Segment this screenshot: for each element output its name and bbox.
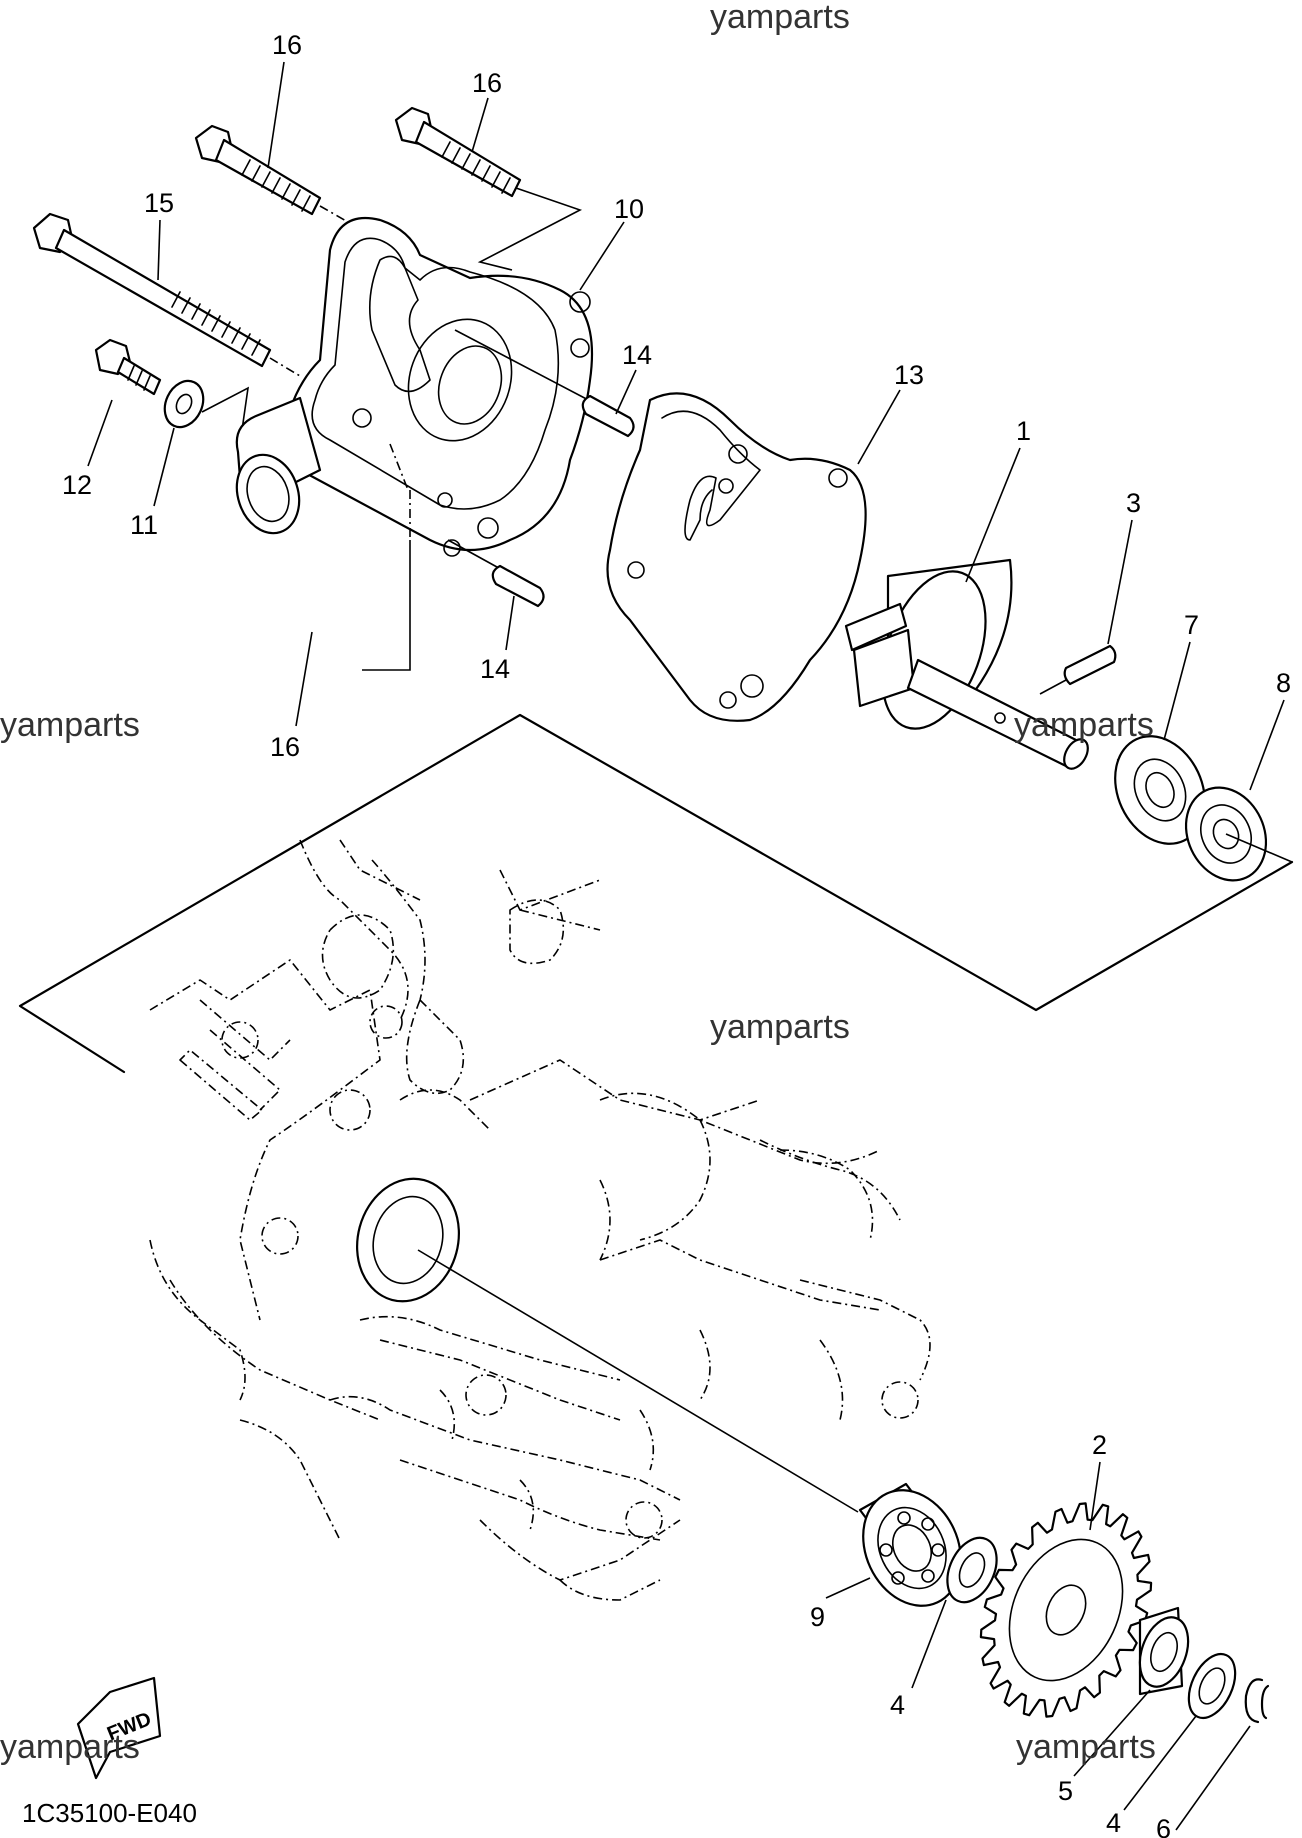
impeller-shaft-1 xyxy=(844,558,1089,770)
washer-4-left xyxy=(946,1536,998,1604)
watermark-text: yamparts xyxy=(710,1008,850,1046)
callout-6: 6 xyxy=(1156,1814,1171,1838)
callout-16-a: 16 xyxy=(272,30,302,60)
collar-5 xyxy=(1138,1606,1190,1696)
watermark-text: yamparts xyxy=(710,0,850,36)
callout-1: 1 xyxy=(1016,416,1031,446)
gear-2 xyxy=(979,1502,1153,1718)
dowel-pin-14-top xyxy=(454,329,635,438)
callout-11: 11 xyxy=(130,510,158,540)
callout-14-a: 14 xyxy=(622,340,652,370)
callout-4-b: 4 xyxy=(1106,1808,1121,1838)
circlip-6 xyxy=(1244,1678,1270,1724)
bearing-9 xyxy=(858,1482,970,1607)
callouts: 16 16 15 10 14 13 1 3 7 8 12 11 14 16 2 … xyxy=(62,30,1291,1838)
bolt-15-long xyxy=(32,212,301,377)
watermark-text: yamparts xyxy=(0,1728,140,1766)
bolt-12 xyxy=(94,338,162,396)
fwd-arrow-icon: FWD xyxy=(76,1676,162,1780)
callout-2: 2 xyxy=(1092,1430,1107,1460)
callout-16-b: 16 xyxy=(472,68,502,98)
reference-frame xyxy=(18,713,1294,1074)
watermark-text: yamparts xyxy=(1014,706,1154,744)
water-pump-housing-10 xyxy=(235,216,594,671)
gasket-13 xyxy=(606,392,867,722)
callout-10: 10 xyxy=(614,194,644,224)
watermark-text: yamparts xyxy=(1016,1728,1156,1766)
dowel-pin-14-bottom xyxy=(447,539,545,608)
diagram-code: 1C35100-E040 xyxy=(22,1798,197,1828)
callout-9: 9 xyxy=(810,1602,825,1632)
watermark-text: yamparts xyxy=(0,706,140,744)
callout-8: 8 xyxy=(1276,668,1291,698)
callout-12: 12 xyxy=(62,470,92,500)
crankcase-outline xyxy=(149,839,931,1601)
bolt-16-top-left xyxy=(194,124,363,231)
bolt-16-top-right xyxy=(394,106,583,271)
callout-13: 13 xyxy=(894,360,924,390)
watermarks: yamparts yamparts yamparts yamparts yamp… xyxy=(0,0,1156,1766)
callout-15: 15 xyxy=(144,188,174,218)
callout-3: 3 xyxy=(1126,488,1141,518)
seal-8 xyxy=(1184,786,1293,882)
oil-seal-7 xyxy=(1114,735,1206,845)
callout-14-b: 14 xyxy=(480,654,510,684)
washer-4-right xyxy=(1187,1652,1237,1720)
callout-7: 7 xyxy=(1184,610,1199,640)
callout-16-c: 16 xyxy=(270,732,300,762)
callout-5: 5 xyxy=(1058,1776,1073,1806)
callout-4-a: 4 xyxy=(890,1690,905,1720)
pin-3 xyxy=(1039,644,1117,695)
leader-lines xyxy=(87,61,1285,1831)
